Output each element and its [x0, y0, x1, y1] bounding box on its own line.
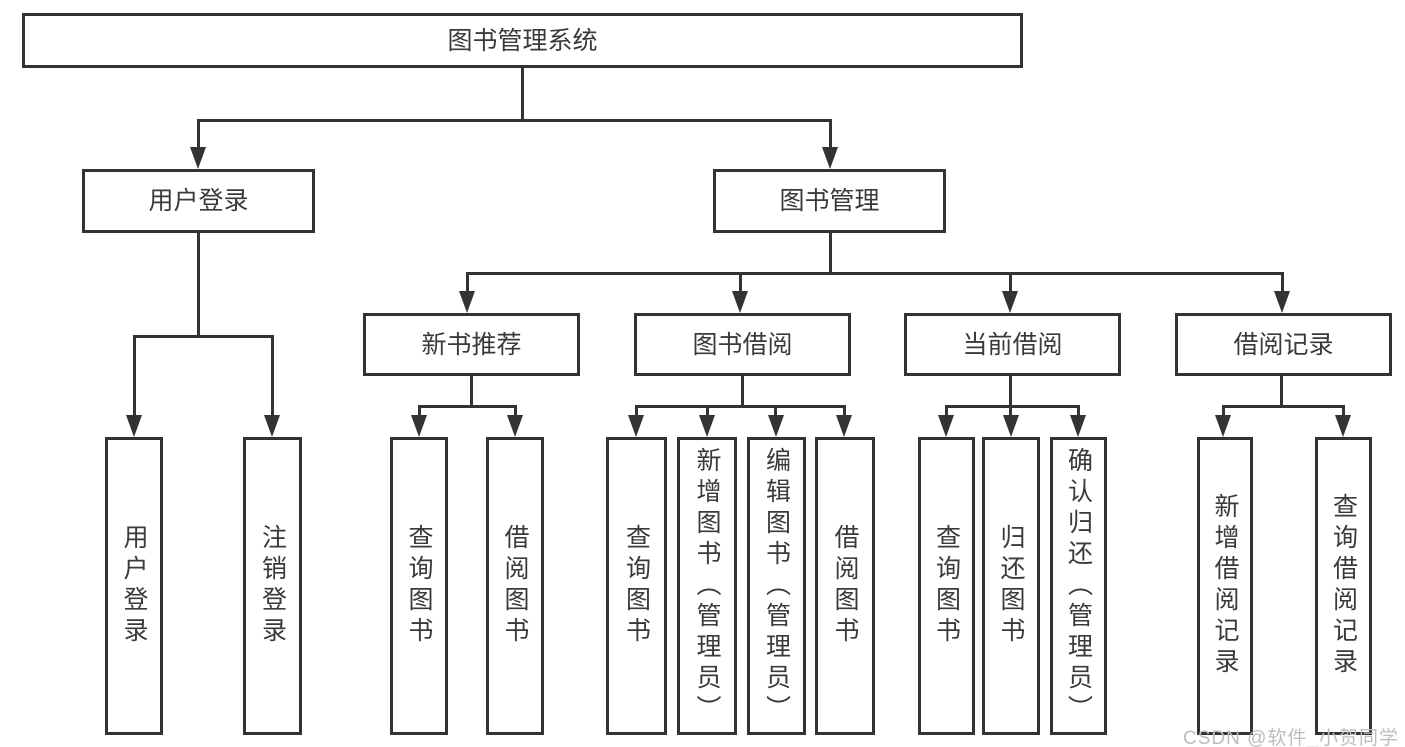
connector-line	[514, 405, 517, 419]
node-leaf-user-login: 用户登录	[105, 437, 163, 735]
node-leaf-borrow-book-a: 借阅图书	[486, 437, 544, 735]
node-leaf-query-record: 查询借阅记录	[1315, 437, 1372, 735]
connector-line	[739, 272, 742, 293]
node-root: 图书管理系统	[22, 13, 1023, 68]
node-leaf-add-book: 新增图书（管理员）	[677, 437, 737, 735]
node-leaf-return-book: 归还图书	[982, 437, 1040, 735]
arrowhead-down-icon	[1003, 415, 1019, 437]
node-new-book-rec: 新书推荐	[363, 313, 580, 376]
arrowhead-down-icon	[507, 415, 523, 437]
connector-line	[133, 335, 274, 338]
connector-line	[1342, 405, 1345, 419]
node-leaf-query-book-b: 查询图书	[606, 437, 667, 735]
connector-line	[635, 405, 638, 419]
connector-line	[945, 405, 948, 419]
connector-line	[635, 405, 845, 408]
connector-line	[706, 405, 709, 419]
connector-line	[271, 335, 274, 417]
connector-line	[843, 405, 846, 419]
node-book-borrow: 图书借阅	[634, 313, 851, 376]
arrowhead-down-icon	[836, 415, 852, 437]
arrowhead-down-icon	[938, 415, 954, 437]
connector-line	[418, 405, 421, 419]
connector-line	[418, 405, 517, 408]
connector-line	[1009, 272, 1012, 293]
arrowhead-down-icon	[628, 415, 644, 437]
connector-line	[1009, 405, 1012, 419]
arrowhead-down-icon	[1070, 415, 1086, 437]
arrowhead-down-icon	[126, 415, 142, 437]
arrowhead-down-icon	[1274, 291, 1290, 313]
connector-line	[197, 119, 200, 149]
node-leaf-query-book-c: 查询图书	[918, 437, 975, 735]
node-leaf-borrow-book-b: 借阅图书	[815, 437, 875, 735]
connector-line	[1077, 405, 1080, 419]
connector-line	[466, 272, 1284, 275]
connector-line	[133, 335, 136, 417]
arrowhead-down-icon	[768, 415, 784, 437]
connector-line	[1281, 272, 1284, 293]
node-leaf-edit-book: 编辑图书（管理员）	[747, 437, 806, 735]
node-book-mgmt: 图书管理	[713, 169, 946, 233]
arrowhead-down-icon	[732, 291, 748, 313]
connector-line	[521, 68, 524, 121]
connector-line	[197, 119, 832, 122]
node-leaf-add-record: 新增借阅记录	[1197, 437, 1253, 735]
arrowhead-down-icon	[459, 291, 475, 313]
arrowhead-down-icon	[1002, 291, 1018, 313]
node-user-login: 用户登录	[82, 169, 315, 233]
connector-line	[466, 272, 469, 293]
connector-line	[1222, 405, 1225, 419]
connector-line	[1280, 376, 1283, 407]
connector-line	[774, 405, 777, 419]
node-leaf-confirm-return: 确认归还（管理员）	[1050, 437, 1107, 735]
watermark: CSDN @软件_小贺同学	[1183, 728, 1399, 747]
node-leaf-query-book-a: 查询图书	[390, 437, 448, 735]
connector-line	[197, 233, 200, 338]
connector-line	[1009, 376, 1012, 407]
node-current-borrow: 当前借阅	[904, 313, 1121, 376]
node-borrow-records: 借阅记录	[1175, 313, 1392, 376]
arrowhead-down-icon	[1335, 415, 1351, 437]
arrowhead-down-icon	[190, 147, 206, 169]
connector-line	[829, 119, 832, 149]
arrowhead-down-icon	[822, 147, 838, 169]
connector-line	[470, 376, 473, 407]
node-leaf-logout: 注销登录	[243, 437, 302, 735]
arrowhead-down-icon	[699, 415, 715, 437]
arrowhead-down-icon	[411, 415, 427, 437]
connector-line	[945, 405, 1080, 408]
connector-line	[829, 233, 832, 274]
arrowhead-down-icon	[1215, 415, 1231, 437]
arrowhead-down-icon	[264, 415, 280, 437]
connector-line	[1222, 405, 1345, 408]
connector-line	[741, 376, 744, 407]
